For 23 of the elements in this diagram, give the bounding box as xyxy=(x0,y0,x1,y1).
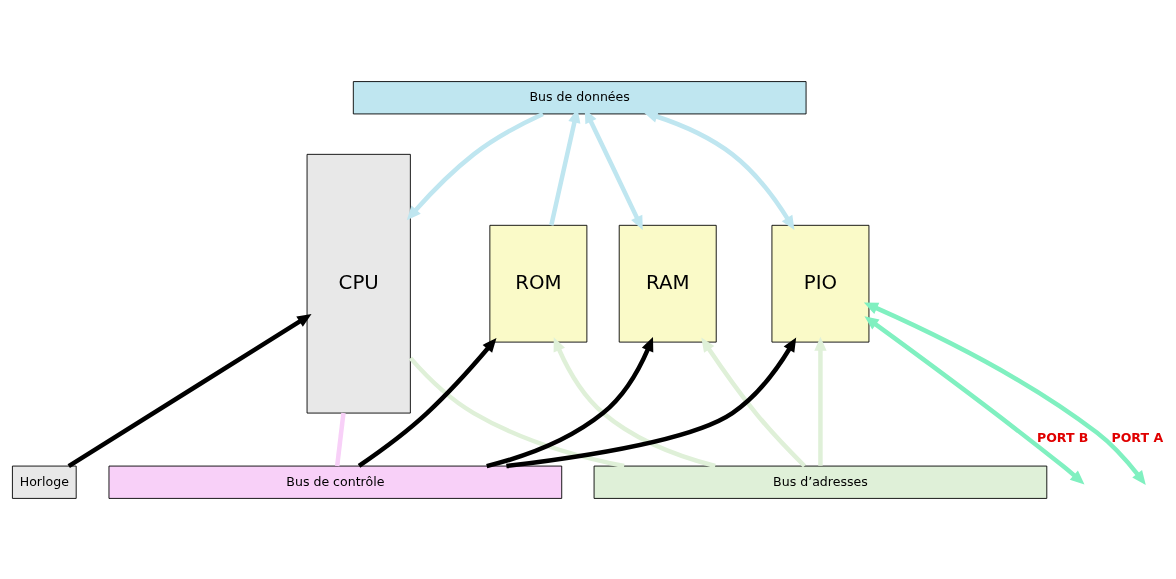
node-box: Horloge xyxy=(11,465,77,499)
edge-label: PORT B xyxy=(1036,429,1089,445)
arrow xyxy=(357,337,497,468)
arrow xyxy=(506,337,797,468)
edge-label: PORT A xyxy=(1111,429,1164,445)
node-box: Bus de contrôle xyxy=(108,465,563,499)
node-box: ROM xyxy=(489,224,588,343)
arrow xyxy=(406,111,544,220)
arrow xyxy=(67,313,312,468)
arrow xyxy=(863,302,1146,485)
arrow xyxy=(864,315,1085,484)
connector xyxy=(408,356,625,468)
node-box: RAM xyxy=(618,224,717,343)
arrow xyxy=(553,336,716,468)
connector xyxy=(334,412,346,466)
arrow xyxy=(643,110,795,230)
arrow xyxy=(814,336,827,466)
node-box: PIO xyxy=(771,224,870,343)
arrow xyxy=(486,336,654,468)
arrow xyxy=(701,337,807,468)
node-box: CPU xyxy=(306,153,411,413)
node-box: Bus de données xyxy=(352,80,807,114)
node-box: Bus d’adresses xyxy=(593,465,1048,499)
